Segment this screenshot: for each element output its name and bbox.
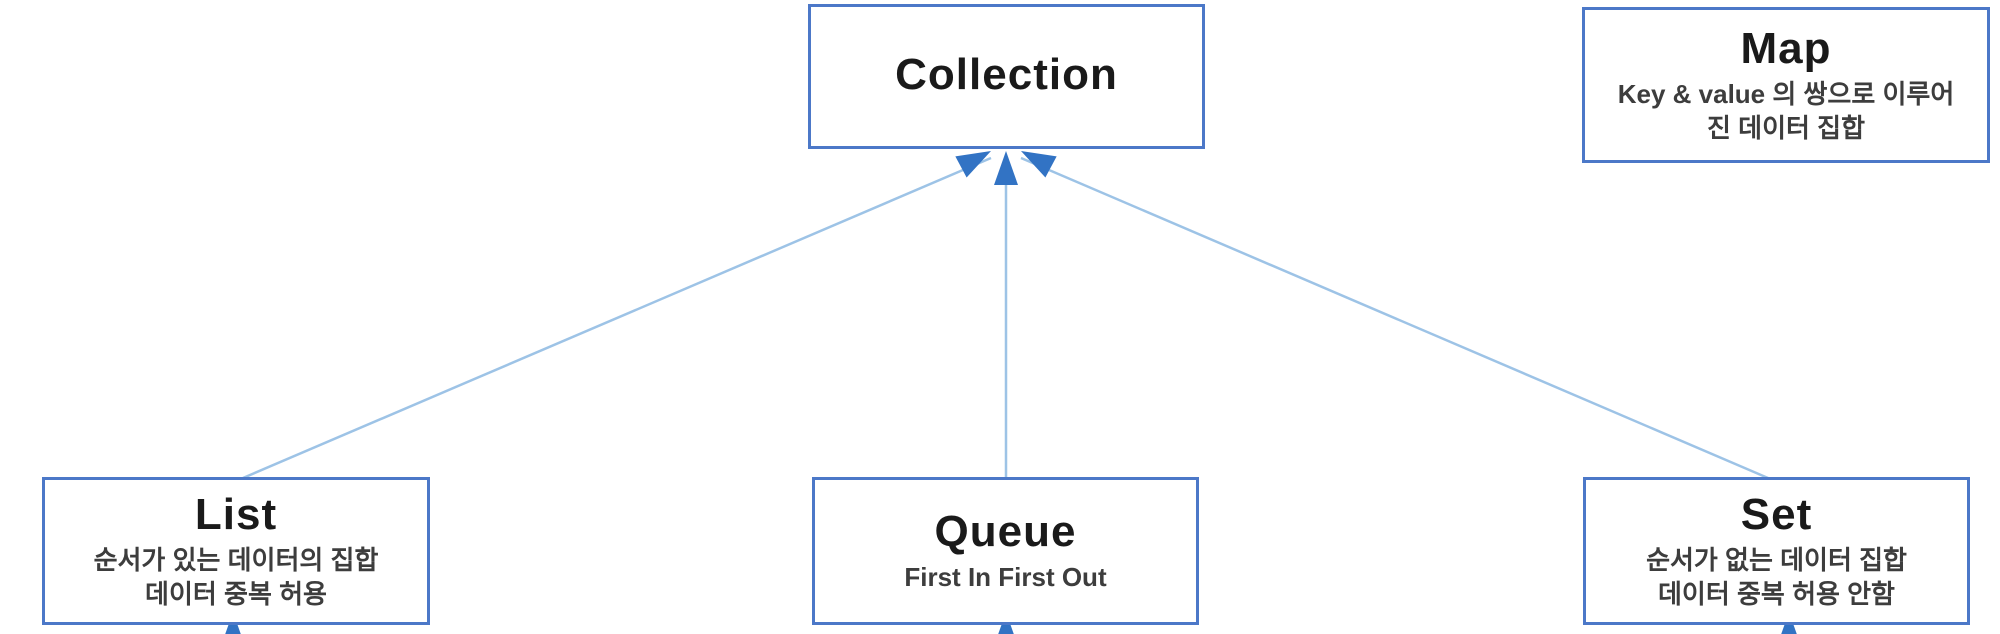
node-queue: Queue First In First Out — [812, 477, 1199, 625]
node-map: Map Key & value 의 쌍으로 이루어 진 데이터 집합 — [1582, 7, 1990, 163]
node-set-title: Set — [1740, 490, 1813, 540]
node-set-subtitle: 순서가 없는 데이터 집합 데이터 중복 허용 안함 — [1646, 544, 1907, 609]
arrowhead-set-collection — [1021, 151, 1057, 178]
arrowhead-queue-collection — [994, 151, 1018, 185]
node-map-subtitle: Key & value 의 쌍으로 이루어 진 데이터 집합 — [1617, 78, 1955, 143]
node-queue-subtitle: First In First Out — [904, 561, 1107, 592]
arrowhead-list-collection — [955, 151, 991, 178]
node-set: Set 순서가 없는 데이터 집합 데이터 중복 허용 안함 — [1583, 477, 1970, 625]
node-list-title: List — [194, 490, 278, 540]
edge-list-collection — [242, 156, 992, 480]
edge-set-collection — [1020, 156, 1769, 480]
node-collection: Collection — [808, 4, 1205, 149]
node-map-title: Map — [1740, 24, 1832, 74]
node-queue-title: Queue — [934, 507, 1077, 557]
node-list-subtitle: 순서가 있는 데이터의 집합 데이터 중복 허용 — [93, 544, 379, 609]
node-collection-title: Collection — [895, 49, 1118, 99]
node-list: List 순서가 있는 데이터의 집합 데이터 중복 허용 — [42, 477, 430, 625]
